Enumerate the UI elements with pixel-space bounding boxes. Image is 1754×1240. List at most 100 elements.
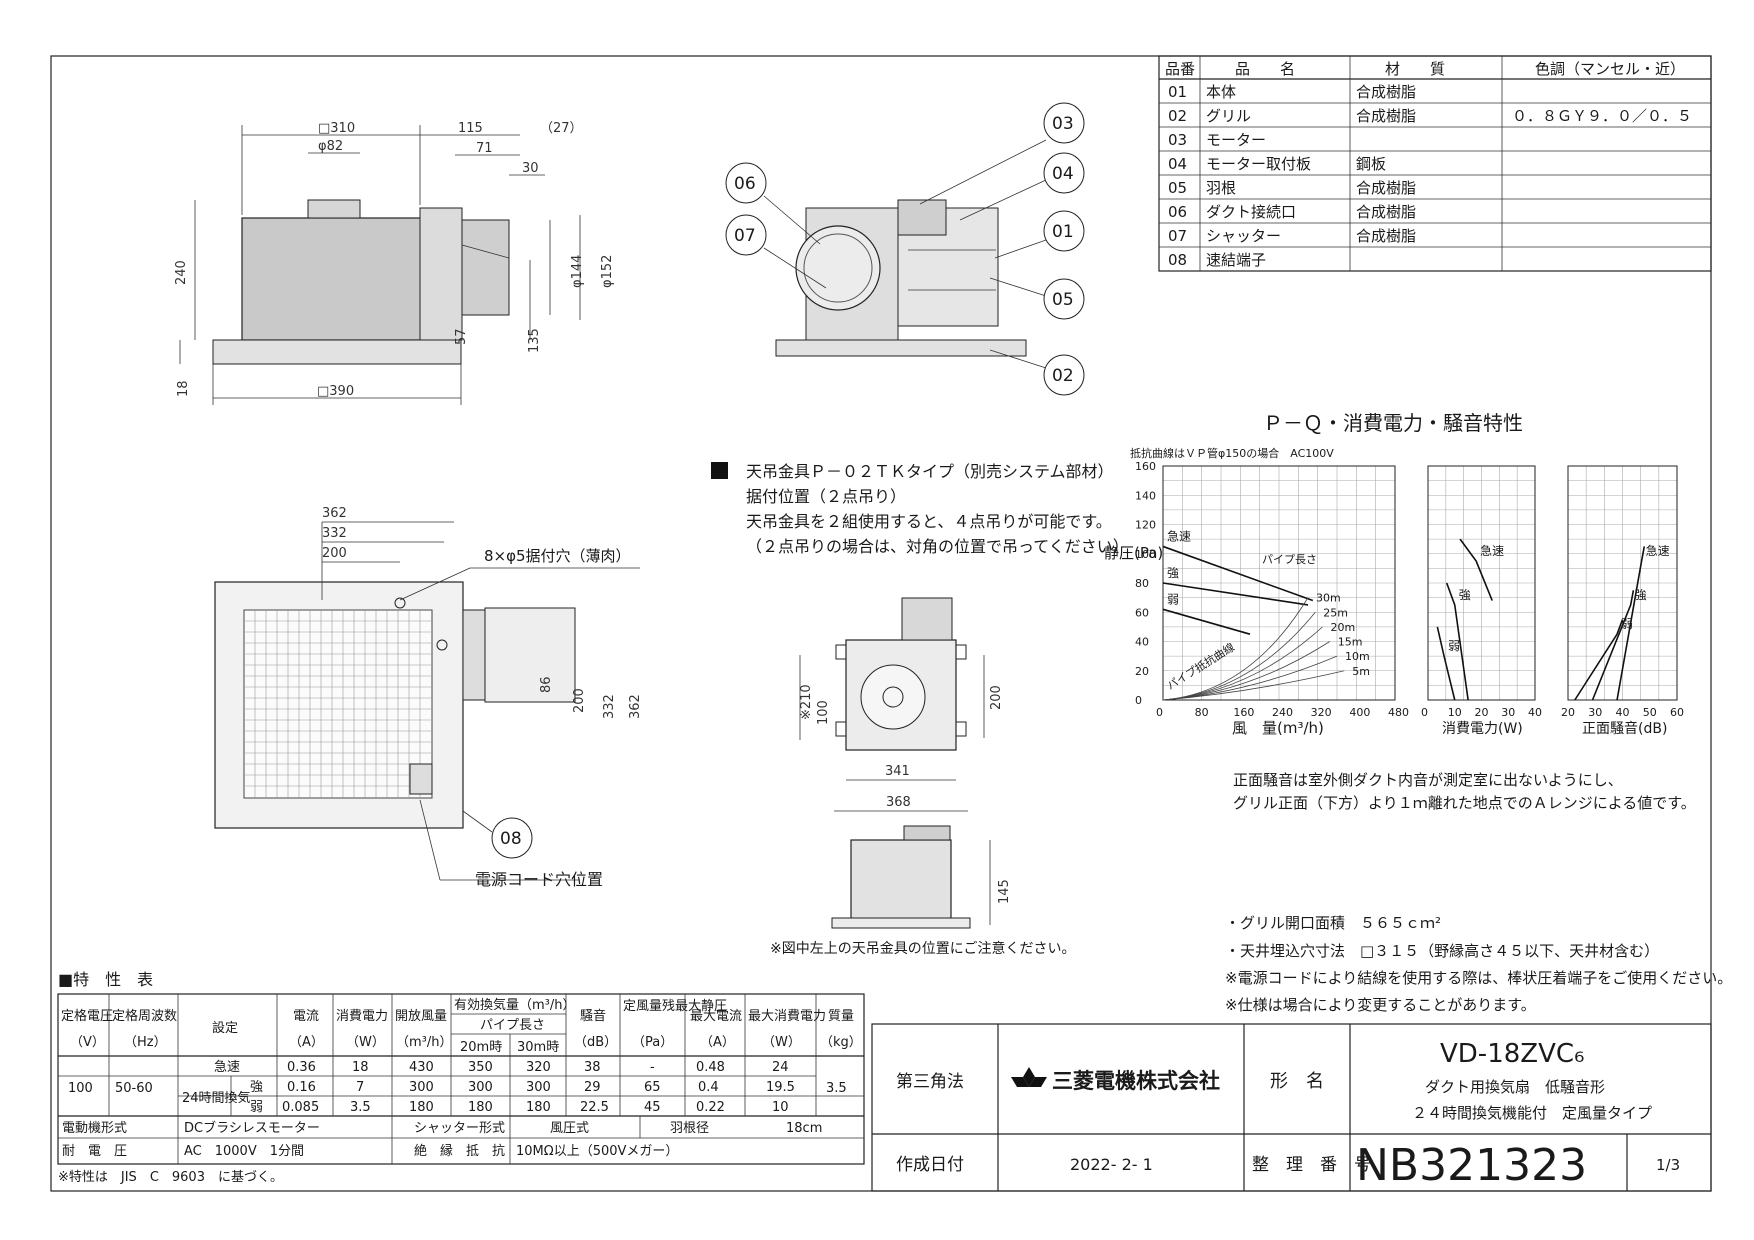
spec-group-24h: 24時間換気 bbox=[182, 1090, 251, 1106]
plot-frame bbox=[1567, 465, 1678, 701]
spec-blade: 18cm bbox=[786, 1121, 822, 1136]
dim-hanger-100: 100 bbox=[816, 700, 831, 725]
series-line bbox=[1162, 582, 1309, 606]
spec-h-maxa: 最大電流 bbox=[690, 1009, 742, 1024]
dim-plan-362v: 362 bbox=[628, 694, 643, 719]
series-label: 急速 bbox=[1480, 543, 1504, 558]
spec-m20: 350 bbox=[468, 1060, 493, 1075]
parts-row-material: 合成樹脂 bbox=[1356, 203, 1416, 221]
parts-row-name: 羽根 bbox=[1206, 179, 1236, 197]
resistance-curve-label: 25m bbox=[1323, 606, 1348, 619]
spec-motor: DCブラシレスモーター bbox=[184, 1120, 320, 1136]
spec-h-freq: 定格周波数 bbox=[112, 1008, 177, 1024]
pq-resistance-label: パイプ長さ bbox=[1262, 553, 1317, 566]
series-label: 強 bbox=[1635, 588, 1647, 602]
spec-current: 0.36 bbox=[287, 1060, 316, 1075]
spec-h-noise-u: （dB） bbox=[574, 1035, 617, 1050]
spec-m20: 180 bbox=[468, 1100, 493, 1115]
x-tick-label: 30 bbox=[1501, 706, 1515, 719]
parts-row-no: 05 bbox=[1168, 179, 1187, 197]
spec-withstand: AC 1000V 1分間 bbox=[184, 1144, 304, 1159]
y-tick-label: 160 bbox=[1135, 460, 1156, 473]
spec-mode: 弱 bbox=[250, 1100, 263, 1115]
spec-noise: 29 bbox=[584, 1080, 601, 1095]
spec-withstand-label: 耐 電 圧 bbox=[62, 1144, 127, 1159]
y-tick-label: 100 bbox=[1135, 548, 1156, 561]
series-label: 強 bbox=[1459, 588, 1471, 602]
title-block: 第三角法 三菱電機株式会社 形 名 VD-18ZVC₆ ダクト用換気扇 低騒音形… bbox=[871, 1023, 1712, 1192]
y-tick-label: 140 bbox=[1135, 489, 1156, 502]
spec-maxa: 0.22 bbox=[696, 1100, 725, 1115]
dim-plan-200: 200 bbox=[322, 546, 347, 561]
dim-plan-86: 86 bbox=[539, 676, 554, 693]
parts-row-color: ０．８ＧＹ９．０／０．５ bbox=[1512, 107, 1692, 125]
parts-row-no: 01 bbox=[1168, 83, 1187, 101]
parts-header-name: 品 名 bbox=[1235, 60, 1295, 78]
document-number: NB321323 bbox=[1356, 1140, 1587, 1191]
dim-duct-outer: φ152 bbox=[600, 255, 615, 288]
spec-motor-label: 電動機形式 bbox=[62, 1121, 127, 1136]
spec-h-voltage: 定格電圧 bbox=[61, 1008, 113, 1024]
spec-m30: 180 bbox=[526, 1100, 551, 1115]
spec-static: 45 bbox=[644, 1100, 661, 1115]
plan-view: 362 332 200 8×φ5据付穴（薄肉） 86 200 332 362 電… bbox=[214, 506, 643, 889]
spec-noise: 22.5 bbox=[580, 1100, 609, 1115]
resistance-curve-label: 15m bbox=[1338, 636, 1363, 649]
parts-header-material: 材 質 bbox=[1385, 60, 1445, 78]
dim-duct-inner: φ144 bbox=[570, 255, 585, 288]
series-line bbox=[1162, 608, 1251, 635]
dim-plan-362: 362 bbox=[322, 506, 347, 521]
spec-static: 65 bbox=[644, 1080, 661, 1095]
pq-xlabel: 風 量(m³/h) bbox=[1232, 719, 1324, 737]
spec-h-maxa-u: （A） bbox=[700, 1035, 735, 1050]
spec-maxw: 24 bbox=[772, 1060, 789, 1075]
x-tick-label: 0 bbox=[1421, 706, 1428, 719]
parts-row-no: 06 bbox=[1168, 203, 1187, 221]
parts-row-material: 鋼板 bbox=[1356, 155, 1386, 173]
parts-row-material: 合成樹脂 bbox=[1356, 179, 1416, 197]
spec-mode: 強 bbox=[250, 1080, 263, 1095]
hanger-note-line3: 天吊金具を２組使用すると、４点吊りが可能です。 bbox=[746, 512, 1112, 531]
spec-h-pipe: パイプ長さ bbox=[480, 1018, 545, 1033]
parts-row-name: グリル bbox=[1206, 107, 1251, 125]
spec-footnote: ※特性は JIS C 9603 に基づく。 bbox=[58, 1170, 283, 1185]
dim-motor-dia: φ82 bbox=[318, 139, 343, 154]
series-label: 急速 bbox=[1167, 528, 1191, 543]
resistance-curve-label: 20m bbox=[1331, 621, 1356, 634]
spec-open: 180 bbox=[409, 1100, 434, 1115]
series-line bbox=[1591, 590, 1635, 701]
dim-hanger-200: 200 bbox=[989, 685, 1004, 710]
hanger-side-view: 368 145 ※図中左上の天吊金具の位置にご注意ください。 bbox=[770, 795, 1075, 957]
x-tick-label: 0 bbox=[1156, 706, 1163, 719]
model-desc-1: ダクト用換気扇 低騒音形 bbox=[1425, 1078, 1605, 1096]
spec-h-power: 消費電力 bbox=[336, 1009, 388, 1024]
series-line bbox=[1574, 619, 1624, 701]
x-tick-label: 480 bbox=[1388, 706, 1409, 719]
dim-hanger-145: 145 bbox=[997, 879, 1012, 904]
company-name: 三菱電機株式会社 bbox=[1052, 1069, 1220, 1093]
resistance-curve bbox=[1162, 670, 1345, 701]
spec-m20: 300 bbox=[468, 1080, 493, 1095]
parts-row-no: 08 bbox=[1168, 251, 1187, 269]
series-label: 強 bbox=[1167, 566, 1179, 580]
dim-body-width: □310 bbox=[318, 121, 355, 136]
callouts: 03 04 01 05 02 06 07 08 bbox=[419, 102, 1085, 859]
x-tick-label: 20 bbox=[1475, 706, 1489, 719]
parts-row-no: 02 bbox=[1168, 107, 1187, 125]
x-tick-label: 10 bbox=[1448, 706, 1462, 719]
spec-current: 0.16 bbox=[287, 1080, 316, 1095]
dim-height: 240 bbox=[174, 260, 189, 285]
y-tick-label: 80 bbox=[1135, 577, 1149, 590]
x-tick-label: 400 bbox=[1349, 706, 1370, 719]
spec-h-open: 開放風量 bbox=[395, 1009, 447, 1024]
spec-h-30m: 30m時 bbox=[517, 1040, 559, 1055]
series-line bbox=[1616, 546, 1646, 701]
spec-mass: 3.5 bbox=[826, 1081, 847, 1096]
number-label: 整 理 番 号 bbox=[1252, 1155, 1371, 1175]
spec-h-current-u: （A） bbox=[289, 1035, 324, 1050]
series-line bbox=[1459, 538, 1493, 601]
dim-plan-200v: 200 bbox=[572, 688, 587, 713]
note-terminal: ※電源コードにより結線を使用する際は、棒状圧着端子をご使用ください。 bbox=[1225, 969, 1732, 987]
